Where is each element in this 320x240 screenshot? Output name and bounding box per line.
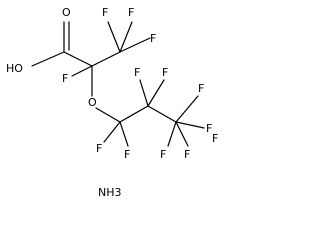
bond-c2-c3: [147, 105, 177, 123]
bond-c1-c2: [119, 105, 149, 123]
atom-labels: HO O F F F F O F F F F F F F F F NH3: [6, 6, 218, 199]
bond-c-oh: [31, 51, 65, 67]
bond-c3-f-a: [175, 95, 199, 123]
bonds: [31, 21, 205, 147]
bond-c1-f-bottom: [119, 121, 129, 147]
label-f-c2-bottom-right: F: [184, 148, 190, 161]
bond-c3-f-c: [167, 121, 177, 147]
bond-c3-f-d: [175, 121, 189, 147]
bond-calpha-ccf3: [91, 51, 121, 67]
label-f-cf3-top: F: [128, 6, 134, 19]
bond-calpha-f: [71, 65, 93, 77]
label-f-c1-top: F: [96, 142, 102, 155]
label-f-c1-bottom: F: [124, 148, 130, 161]
bond-c2-f-right: [147, 79, 165, 107]
label-ho: HO: [6, 62, 23, 75]
label-f-cf3-left: F: [102, 6, 108, 19]
label-f-c3-b: F: [206, 122, 212, 135]
label-f-c3-a: F: [198, 82, 204, 95]
label-counterion: NH3: [98, 186, 122, 199]
bond-cf3-f-left: [107, 21, 121, 53]
label-f-cf3-right: F: [150, 32, 156, 45]
structure-diagram: HO O F F F F O F F F F F F F F F NH3: [6, 6, 218, 199]
bond-cf3-f-top: [119, 21, 133, 53]
label-f-c3-c: F: [212, 132, 218, 145]
label-f-c2-bottom-left: F: [160, 148, 166, 161]
bond-c-calpha: [63, 51, 93, 67]
molecule-svg: HO O F F F F O F F F F F F F F F NH3: [6, 6, 218, 199]
label-o-carbonyl: O: [62, 6, 71, 19]
bond-c3-f-b: [175, 121, 205, 129]
label-f-alpha: F: [62, 72, 68, 85]
bond-cf3-f-right: [119, 37, 151, 53]
bond-c1-f-left: [103, 121, 121, 143]
bond-oether-c1: [95, 107, 121, 123]
label-o-ether: O: [88, 96, 97, 109]
label-f-c2-right: F: [162, 66, 168, 79]
bond-c2-f-left: [139, 79, 149, 107]
label-f-c2-left: F: [134, 66, 140, 79]
